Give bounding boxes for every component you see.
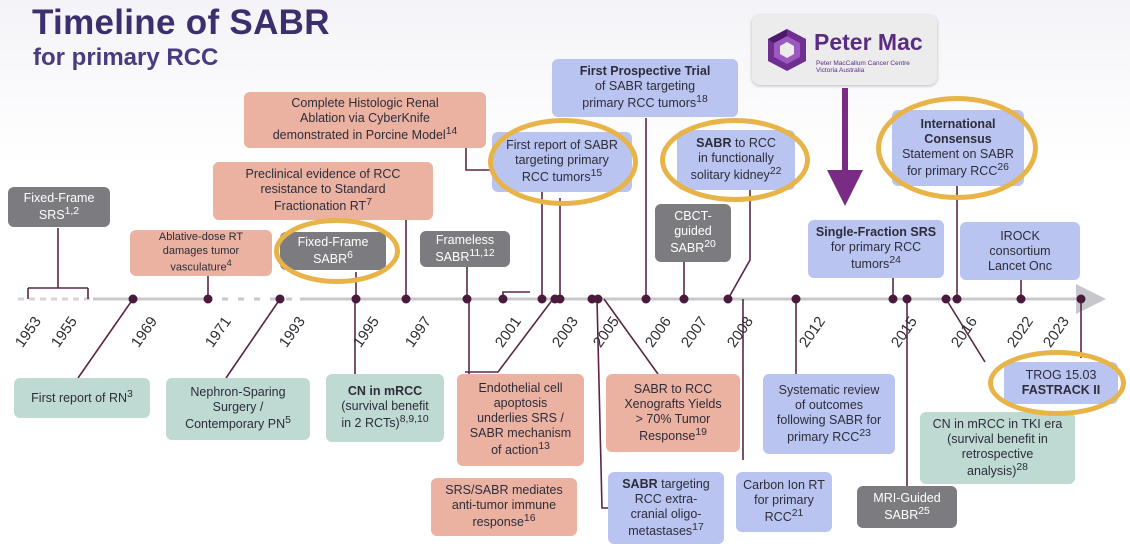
- event-irock-consortium: IROCK consortium Lancet Onc: [960, 222, 1080, 280]
- event-ablative-dose: Ablative-dose RT damages tumor vasculatu…: [130, 230, 272, 276]
- event-first-report-rn: First report of RN3: [14, 378, 150, 418]
- dot-1993: [275, 294, 285, 304]
- event-mri-guided-sabr: MRI-Guided SABR25: [857, 486, 957, 528]
- dot-2023: [1076, 294, 1086, 304]
- dot-2006: [641, 294, 651, 304]
- dot-1969: [128, 294, 138, 304]
- highlight-ring-solitary-kidney: [660, 118, 810, 202]
- dot-2003c: [555, 294, 565, 304]
- event-fixed-frame-srs: Fixed-Frame SRS1,2: [8, 187, 110, 227]
- highlight-ring-consensus: [876, 96, 1038, 200]
- dot-2001b: [498, 294, 508, 304]
- dot-2016a: [941, 294, 951, 304]
- dot-1971: [203, 294, 213, 304]
- dot-2015b: [902, 294, 912, 304]
- logo-line2: Victoria Australia: [816, 67, 865, 75]
- dot-2001a: [462, 294, 472, 304]
- logo-line1: Peter MacCallum Cancer Centre: [816, 60, 910, 67]
- highlight-ring-first-report-sabr: [488, 118, 638, 206]
- dot-1997: [401, 294, 411, 304]
- event-xenografts: SABR to RCC Xenografts Yields > 70% Tumo…: [606, 374, 740, 452]
- dot-2015: [888, 294, 898, 304]
- logo-subtitle: Peter MacCallum Cancer Centre Victoria A…: [816, 60, 910, 75]
- event-extracranial-oligometastases: SABR targeting RCC extra- cranial oligo-…: [608, 472, 724, 544]
- event-cbct-guided-sabr: CBCT- guided SABR20: [655, 204, 731, 262]
- dot-2003a: [537, 294, 547, 304]
- highlight-ring-trog: [988, 350, 1126, 416]
- dot-2022: [1016, 294, 1026, 304]
- dot-2008: [723, 294, 733, 304]
- event-single-fraction-srs: Single-Fraction SRS for primary RCC tumo…: [808, 220, 944, 278]
- event-endothelial-apoptosis: Endothelial cell apoptosis underlies SRS…: [457, 374, 584, 466]
- event-cn-mrcc-tki-era: CN in mRCC in TKI era (survival benefit …: [920, 412, 1075, 484]
- event-first-prospective-trial: First Prospective Trial of SABR targetin…: [552, 59, 738, 117]
- logo-name: Peter Mac: [814, 29, 923, 55]
- event-frameless-sabr: Frameless SABR11,12: [420, 231, 510, 267]
- dot-1995: [351, 294, 361, 304]
- event-nephron-sparing: Nephron-Sparing Surgery / Contemporary P…: [166, 378, 310, 440]
- page-subtitle: for primary RCC: [33, 44, 219, 71]
- event-immune-response: SRS/SABR mediates anti-tumor immune resp…: [431, 478, 577, 536]
- event-carbon-ion-rt: Carbon Ion RT for primary RCC21: [736, 472, 832, 532]
- event-preclinical: Preclinical evidence of RCC resistance t…: [213, 162, 433, 220]
- timeline-dots: [128, 294, 1086, 304]
- event-systematic-review: Systematic review of outcomes following …: [763, 374, 895, 454]
- dot-2012: [791, 294, 801, 304]
- event-cn-in-mrcc: CN in mRCC (survival benefit in 2 RCTs)8…: [326, 374, 444, 442]
- dot-2016b: [952, 294, 962, 304]
- dot-2005b: [593, 294, 603, 304]
- highlight-ring-fixed-frame-sabr: [274, 218, 400, 284]
- dot-2007: [679, 294, 689, 304]
- page-title: Timeline of SABR: [32, 3, 330, 42]
- event-porcine-model: Complete Histologic Renal Ablation via C…: [244, 92, 486, 148]
- peter-mac-emblem-icon: [768, 29, 806, 71]
- peter-mac-logo: Peter Mac Peter MacCallum Cancer Centre …: [752, 15, 937, 85]
